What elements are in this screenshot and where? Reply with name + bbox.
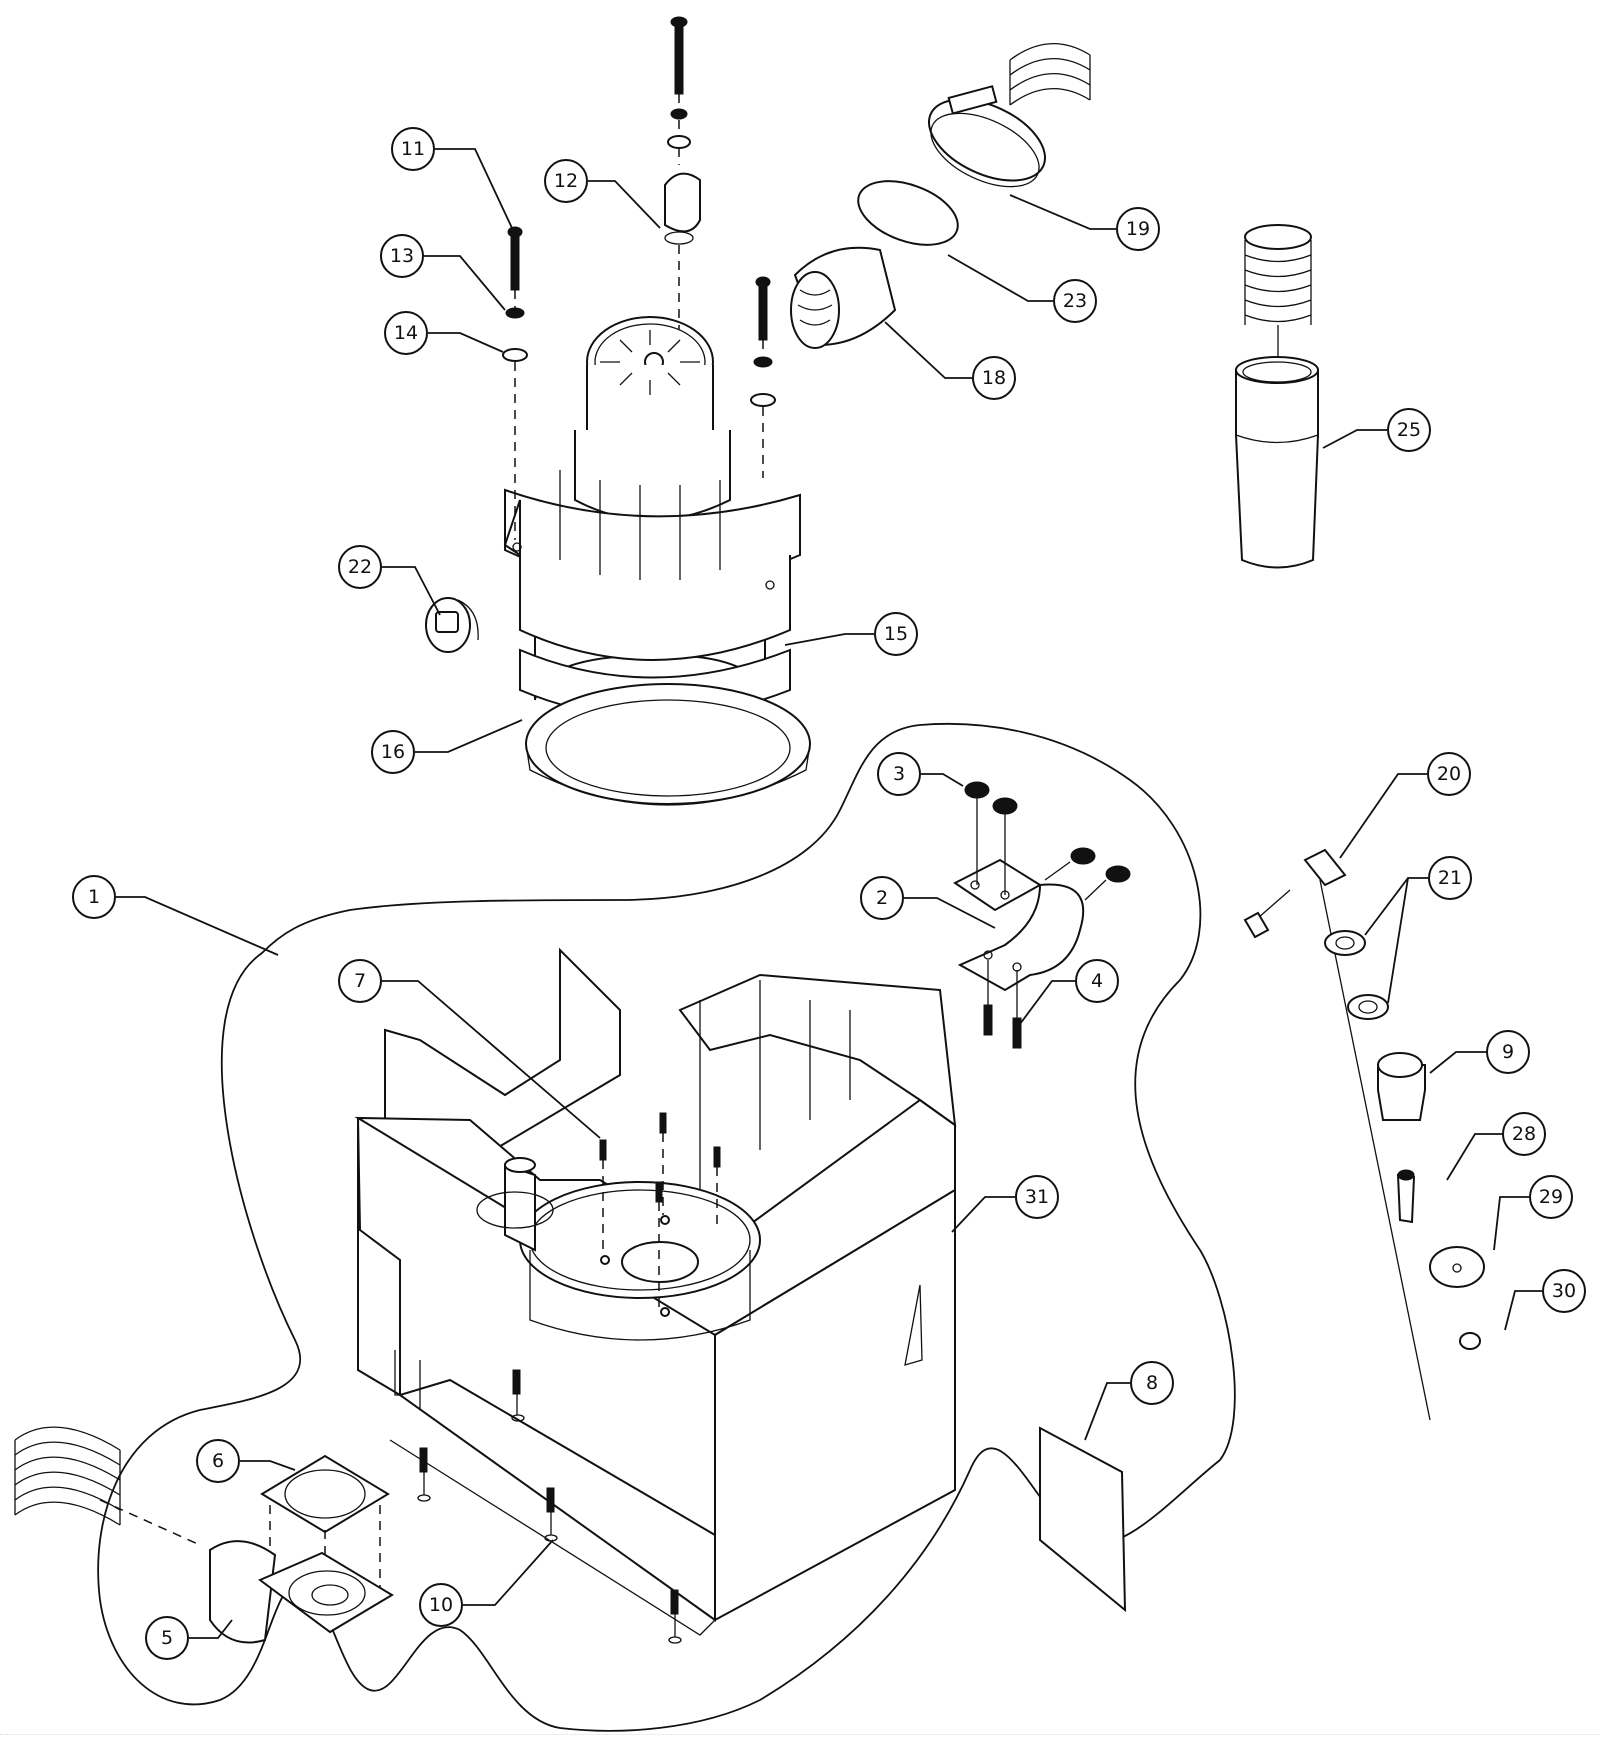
- callout-bubble-8[interactable]: 8: [1130, 1361, 1174, 1405]
- callout-bubble-4[interactable]: 4: [1075, 959, 1119, 1003]
- callout-label: 5: [161, 1627, 173, 1649]
- callout-label: 6: [212, 1450, 224, 1472]
- callout-label: 21: [1438, 867, 1462, 889]
- vacuum-motor: [503, 316, 801, 719]
- inlet-spring-hose: [14, 1426, 121, 1526]
- screws-10: [419, 1369, 679, 1637]
- callout-label: 16: [381, 741, 405, 763]
- callout-bubble-20[interactable]: 20: [1427, 752, 1471, 796]
- callout-label: 9: [1502, 1041, 1514, 1063]
- callout-bubble-31[interactable]: 31: [1015, 1175, 1059, 1219]
- page-bottom-rule: [0, 1734, 1600, 1735]
- motor-fastener-stack-left: [502, 226, 528, 540]
- callout-bubble-3[interactable]: 3: [877, 752, 921, 796]
- callout-bubble-16[interactable]: 16: [371, 730, 415, 774]
- assembly-boundary-outline: [97, 722, 1236, 1732]
- inlet-elbow: [209, 1540, 394, 1644]
- callout-label: 13: [390, 245, 414, 267]
- callout-label: 25: [1397, 419, 1421, 441]
- hose-clamp: [928, 85, 1046, 188]
- callout-bubble-25[interactable]: 25: [1387, 408, 1431, 452]
- callout-bubble-30[interactable]: 30: [1542, 1269, 1586, 1313]
- exhaust-spring-hose: [1009, 43, 1091, 106]
- callout-bubble-28[interactable]: 28: [1502, 1112, 1546, 1156]
- strap-screws: [983, 960, 1022, 1049]
- callout-label: 30: [1552, 1280, 1576, 1302]
- callout-leaders: [116, 148, 1542, 1639]
- callout-bubble-2[interactable]: 2: [860, 876, 904, 920]
- callout-bubble-18[interactable]: 18: [972, 356, 1016, 400]
- callout-label: 7: [354, 970, 366, 992]
- hose-cuff-assembly: [1235, 224, 1319, 569]
- callout-label: 14: [394, 322, 418, 344]
- exhaust-cap: [790, 246, 897, 349]
- callout-label: 12: [554, 170, 578, 192]
- retaining-ring: [857, 180, 959, 246]
- fitting-chain: [1243, 848, 1485, 1421]
- callout-bubble-29[interactable]: 29: [1529, 1175, 1573, 1219]
- callout-label: 23: [1063, 290, 1087, 312]
- callout-label: 3: [893, 763, 905, 785]
- callout-label: 31: [1025, 1186, 1049, 1208]
- motor-seat: [519, 1181, 761, 1299]
- inlet-axis-dashed: [99, 1499, 201, 1546]
- callout-label: 20: [1437, 763, 1461, 785]
- callout-bubble-9[interactable]: 9: [1486, 1030, 1530, 1074]
- callout-label: 11: [401, 138, 425, 160]
- motor-fan-vents: [600, 330, 700, 395]
- cable-clamp-stack: [664, 16, 701, 330]
- callout-bubble-22[interactable]: 22: [338, 545, 382, 589]
- callout-bubble-10[interactable]: 10: [419, 1583, 463, 1627]
- callout-bubble-13[interactable]: 13: [380, 234, 424, 278]
- callout-label: 15: [884, 623, 908, 645]
- callout-label: 29: [1539, 1186, 1563, 1208]
- callout-label: 4: [1091, 970, 1103, 992]
- base-housing: [354, 947, 957, 1644]
- callout-label: 2: [876, 887, 888, 909]
- motor-gasket: [525, 683, 811, 806]
- plug: [425, 597, 479, 653]
- callout-bubble-1[interactable]: 1: [72, 875, 116, 919]
- callout-label: 22: [348, 556, 372, 578]
- callout-bubble-12[interactable]: 12: [544, 159, 588, 203]
- callout-label: 28: [1512, 1123, 1536, 1145]
- callout-bubble-6[interactable]: 6: [196, 1439, 240, 1483]
- callout-bubble-5[interactable]: 5: [145, 1616, 189, 1660]
- wing-knobs: [964, 781, 1131, 901]
- callout-label: 1: [88, 886, 100, 908]
- callout-bubble-11[interactable]: 11: [391, 127, 435, 171]
- callout-label: 19: [1126, 218, 1150, 240]
- mounting-strap: [953, 858, 1085, 992]
- callout-label: 10: [429, 1594, 453, 1616]
- screws-7: [599, 1112, 721, 1308]
- callout-label: 18: [982, 367, 1006, 389]
- callout-bubble-19[interactable]: 19: [1116, 207, 1160, 251]
- label-panel: [1039, 1426, 1127, 1613]
- callout-bubble-14[interactable]: 14: [384, 311, 428, 355]
- motor-fastener-stack-right: [750, 276, 776, 478]
- callout-bubble-23[interactable]: 23: [1053, 279, 1097, 323]
- callout-bubble-7[interactable]: 7: [338, 959, 382, 1003]
- callout-bubble-21[interactable]: 21: [1428, 856, 1472, 900]
- callout-bubble-15[interactable]: 15: [874, 612, 918, 656]
- callout-label: 8: [1146, 1372, 1158, 1394]
